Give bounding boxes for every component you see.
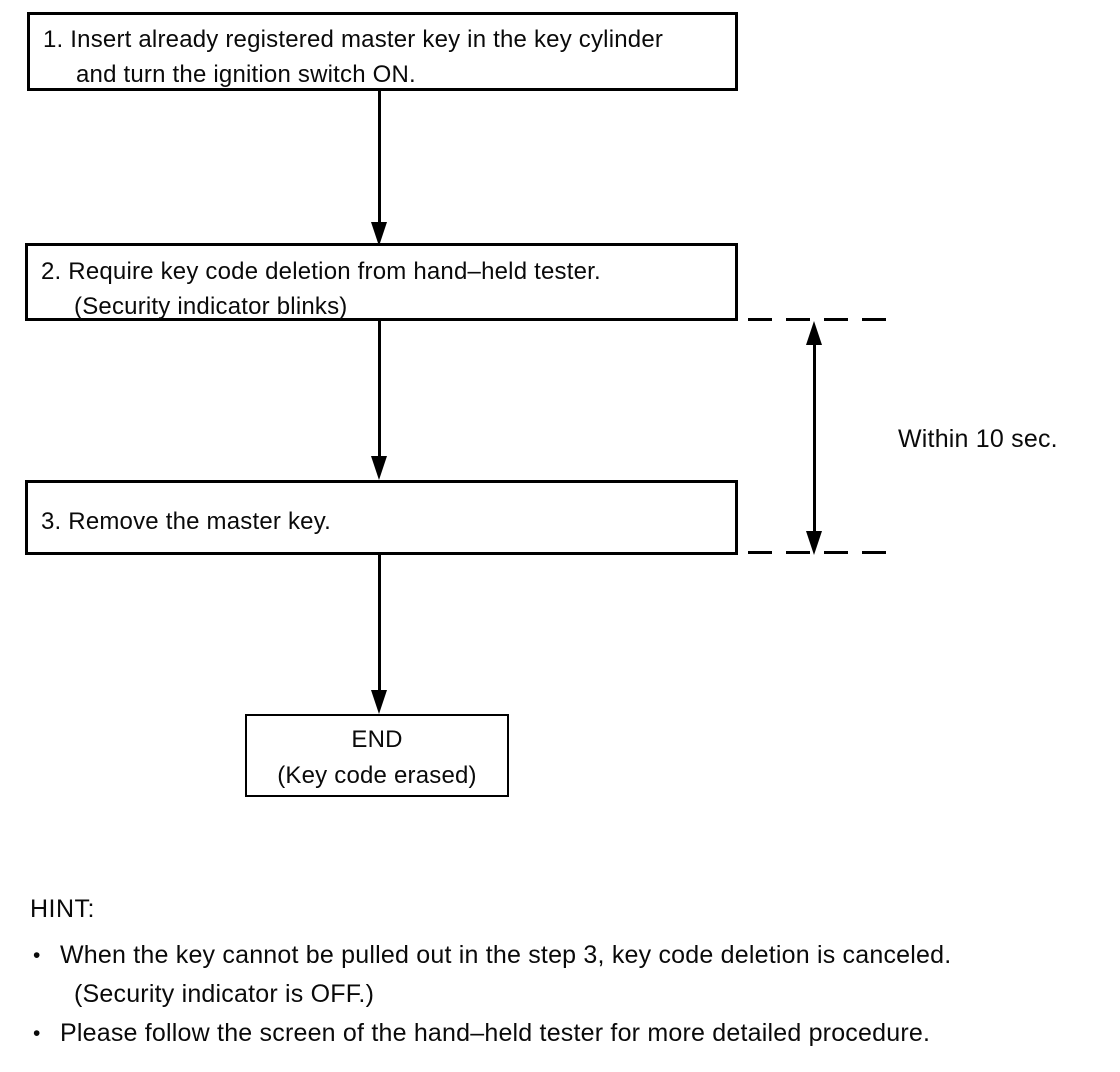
flow-box-step-3: 3. Remove the master key. (25, 480, 738, 555)
end-label: END (351, 726, 403, 753)
flow-box-end: END (Key code erased) (245, 714, 509, 797)
hint-item-2: • Please follow the screen of the hand–h… (33, 1014, 1083, 1053)
dashed-extension-step2 (748, 318, 890, 321)
hint-item-2-text: Please follow the screen of the hand–hel… (60, 1014, 1083, 1053)
arrow-down-icon (371, 222, 387, 246)
hint-item-2-line-1: Please follow the screen of the hand–hel… (60, 1019, 931, 1047)
bullet-icon: • (33, 944, 41, 967)
bullet-icon: • (33, 1022, 41, 1045)
connector-line-step3-end (378, 555, 381, 691)
hint-item-1-line-2: (Security indicator is OFF.) (74, 980, 375, 1008)
step-1-line-2: and turn the ignition switch ON. (76, 61, 416, 88)
hint-item-1: • When the key cannot be pulled out in t… (33, 936, 1083, 1014)
connector-line-step2-step3 (378, 321, 381, 457)
end-sublabel: (Key code erased) (277, 762, 477, 789)
connector-line-step1-step2 (378, 91, 381, 223)
step-3-line-1: 3. Remove the master key. (41, 508, 331, 535)
hint-heading: HINT: (30, 895, 95, 923)
arrow-up-icon (806, 321, 822, 345)
flow-box-step-2: 2. Require key code deletion from hand–h… (25, 243, 738, 321)
step-1-line-1: 1. Insert already registered master key … (43, 26, 664, 53)
timing-label: Within 10 sec. (898, 425, 1058, 453)
hint-item-1-text: When the key cannot be pulled out in the… (60, 936, 1083, 1014)
hint-item-1-line-1: When the key cannot be pulled out in the… (60, 941, 952, 969)
step-2-line-2: (Security indicator blinks) (74, 293, 348, 320)
hint-list: • When the key cannot be pulled out in t… (33, 936, 1083, 1053)
arrow-down-icon (371, 690, 387, 714)
timing-double-arrow-line (813, 340, 816, 536)
flow-box-step-1: 1. Insert already registered master key … (27, 12, 738, 91)
step-2-line-1: 2. Require key code deletion from hand–h… (41, 258, 601, 285)
arrow-down-icon (806, 531, 822, 555)
arrow-down-icon (371, 456, 387, 480)
